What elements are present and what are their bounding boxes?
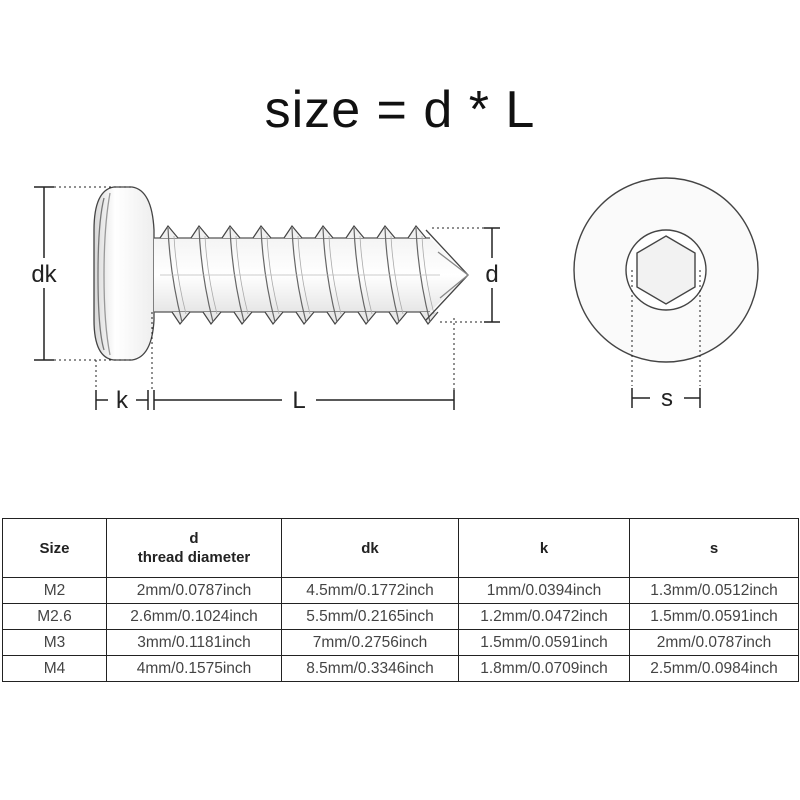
dk-label: dk [31,261,57,288]
thread-crest-top [283,224,303,239]
formula-title: size = d * L [264,81,536,139]
s-dimension [631,270,701,408]
cell-s: 2.5mm/0.0984inch [629,655,799,682]
cell-size: M3 [2,629,107,656]
thread-crest-top [221,224,241,239]
header-s: s [629,518,799,578]
cell-dk: 8.5mm/0.3346inch [281,655,459,682]
screw-side-view-icon [93,186,470,361]
cell-size: M2.6 [2,603,107,630]
cell-s: 1.3mm/0.0512inch [629,577,799,604]
screw-dimension-drawing: dk d k L s [31,177,759,414]
thread-crest-top [159,224,179,239]
table-row: M3 3mm/0.1181inch 7mm/0.2756inch 1.5mm/0… [2,629,799,656]
thread-crest-top [345,224,365,239]
thread-crest-top [314,224,334,239]
table-row: M4 4mm/0.1575inch 8.5mm/0.3346inch 1.8mm… [2,655,799,682]
size-spec-table: Size d thread diameter dk k s M2 2mm/0.0… [2,518,799,682]
cell-s: 1.5mm/0.0591inch [629,603,799,630]
thread-crest-top [376,224,396,239]
cell-d: 3mm/0.1181inch [106,629,282,656]
cell-size: M4 [2,655,107,682]
header-size: Size [2,518,107,578]
cell-k: 1.2mm/0.0472inch [458,603,630,630]
cell-dk: 7mm/0.2756inch [281,629,459,656]
thread-crest-top [190,224,210,239]
cell-k: 1.5mm/0.0591inch [458,629,630,656]
table-row: M2.6 2.6mm/0.1024inch 5.5mm/0.2165inch 1… [2,603,799,630]
hex-socket-head-icon [573,177,759,363]
header-dk: dk [281,518,459,578]
cell-d: 2mm/0.0787inch [106,577,282,604]
cell-dk: 5.5mm/0.2165inch [281,603,459,630]
cell-size: M2 [2,577,107,604]
d-label: d [485,261,498,288]
thread-crest-top [407,224,427,239]
thread-crest-top [252,224,272,239]
header-d: d thread diameter [106,518,282,578]
cell-d: 2.6mm/0.1024inch [106,603,282,630]
cell-k: 1.8mm/0.0709inch [458,655,630,682]
cell-dk: 4.5mm/0.1772inch [281,577,459,604]
table-header-row: Size d thread diameter dk k s [2,518,799,578]
k-L-dimension [95,312,455,410]
cell-d: 4mm/0.1575inch [106,655,282,682]
cell-s: 2mm/0.0787inch [629,629,799,656]
L-label: L [292,387,305,414]
table-row: M2 2mm/0.0787inch 4.5mm/0.1772inch 1mm/0… [2,577,799,604]
k-label: k [116,387,129,414]
cell-k: 1mm/0.0394inch [458,577,630,604]
header-k: k [458,518,630,578]
s-label: s [661,385,673,412]
